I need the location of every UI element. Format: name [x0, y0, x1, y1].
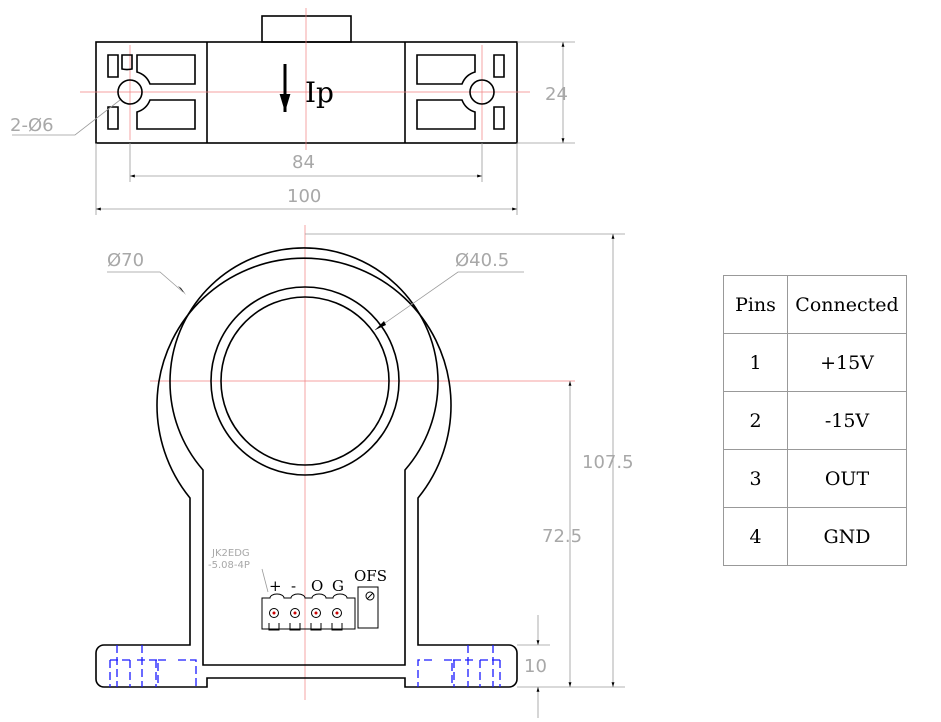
offset-potentiometer: OFS — [354, 567, 387, 629]
header-connected: Connected — [787, 275, 907, 334]
total-height-dimension: 107.5 — [582, 452, 634, 473]
offset-label: OFS — [354, 567, 387, 585]
header-pins: Pins — [723, 275, 788, 334]
height-dimension: 24 — [545, 84, 568, 105]
table-row: 2 -15V — [723, 391, 907, 450]
center-height-dimension: 72.5 — [542, 526, 582, 547]
pin-label-minus: - — [291, 577, 296, 595]
pin-label-gnd: G — [332, 577, 344, 595]
pin-connection: +15V — [787, 333, 907, 392]
top-tab — [261, 15, 352, 43]
pin-connection: OUT — [787, 449, 907, 508]
right-mount-slot — [416, 54, 505, 130]
outer-diameter-dimension: Ø70 — [107, 250, 144, 271]
pin-number: 4 — [723, 507, 788, 566]
pin-connection: -15V — [787, 391, 907, 450]
aperture-outer — [210, 286, 400, 476]
housing-outline — [95, 257, 518, 688]
inner-diameter-dimension: Ø40.5 — [455, 250, 509, 271]
pin-number: 3 — [723, 449, 788, 508]
hole-dimension: 2-Ø6 — [10, 115, 54, 136]
top-body — [95, 41, 518, 144]
aperture-inner — [220, 296, 390, 466]
table-row: 1 +15V — [723, 333, 907, 392]
connector-part-number: JK2EDG — [211, 548, 250, 559]
flange-hidden-lines — [109, 645, 501, 687]
table-row: 4 GND — [723, 507, 907, 566]
table-header-row: Pins Connected — [723, 275, 907, 334]
pin-label-plus: + — [269, 577, 282, 595]
left-mount-slot — [107, 54, 196, 130]
pin-table: Pins Connected 1 +15V 2 -15V 3 OUT 4 GND — [723, 275, 907, 566]
pin-number: 2 — [723, 391, 788, 450]
pin-label-out: O — [311, 577, 323, 595]
pin-connection: GND — [787, 507, 907, 566]
pin-number: 1 — [723, 333, 788, 392]
housing-inner — [169, 247, 439, 666]
connector-part-spec: -5.08-4P — [208, 560, 250, 571]
flange-height-dimension: 10 — [524, 656, 547, 677]
current-label: Ip — [305, 76, 334, 109]
hole-spacing-dimension: 84 — [292, 152, 315, 173]
table-row: 3 OUT — [723, 449, 907, 508]
pin-connector: + - O G — [261, 577, 356, 631]
front-view: Ø70 Ø40.5 107.5 72.5 10 JK2EDG -5.08-4P … — [95, 225, 634, 718]
total-width-dimension: 100 — [287, 186, 321, 207]
top-view: Ip 2-Ø6 24 84 100 — [10, 8, 575, 215]
